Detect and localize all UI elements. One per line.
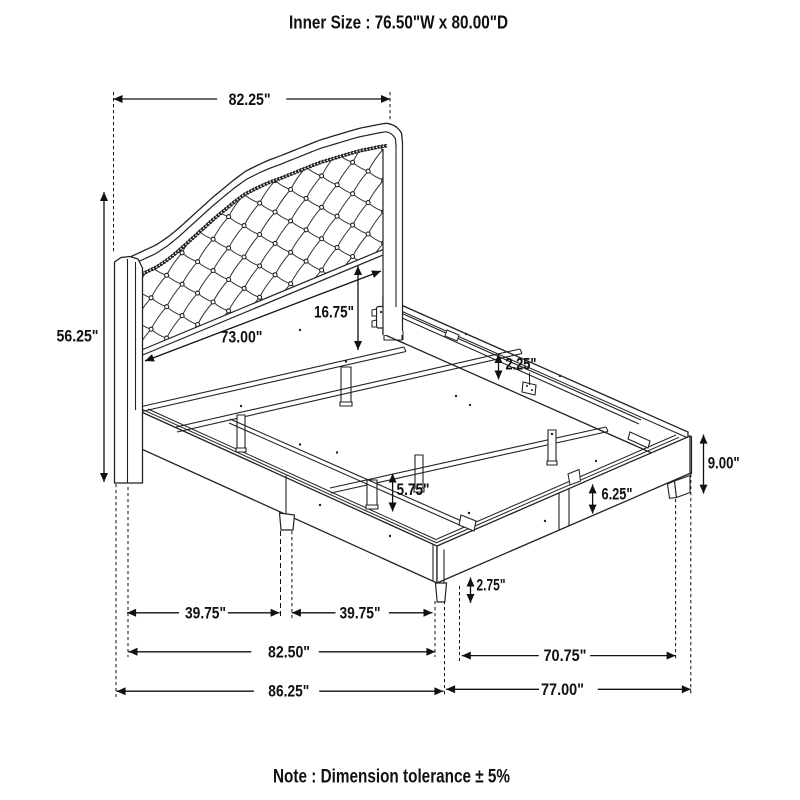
- svg-text:82.25": 82.25": [229, 90, 271, 109]
- svg-text:82.50": 82.50": [268, 642, 310, 661]
- svg-text:2.75": 2.75": [477, 576, 506, 595]
- svg-text:9.00": 9.00": [708, 454, 740, 473]
- svg-text:39.75": 39.75": [185, 603, 226, 622]
- svg-text:70.75": 70.75": [544, 646, 587, 665]
- svg-text:16.75": 16.75": [314, 303, 354, 322]
- svg-text:73.00": 73.00": [221, 328, 263, 347]
- svg-text:6.25": 6.25": [602, 485, 633, 504]
- svg-text:5.75": 5.75": [397, 480, 430, 499]
- svg-text:86.25": 86.25": [268, 682, 309, 701]
- svg-text:2.25": 2.25": [506, 355, 537, 374]
- svg-text:Inner Size : 76.50"W x 80.00"D: Inner Size : 76.50"W x 80.00"D: [289, 12, 508, 33]
- svg-text:Note : Dimension tolerance ± 5: Note : Dimension tolerance ± 5%: [273, 767, 510, 788]
- svg-text:56.25": 56.25": [57, 327, 99, 346]
- svg-text:39.75": 39.75": [340, 603, 381, 622]
- svg-text:77.00": 77.00": [541, 680, 584, 699]
